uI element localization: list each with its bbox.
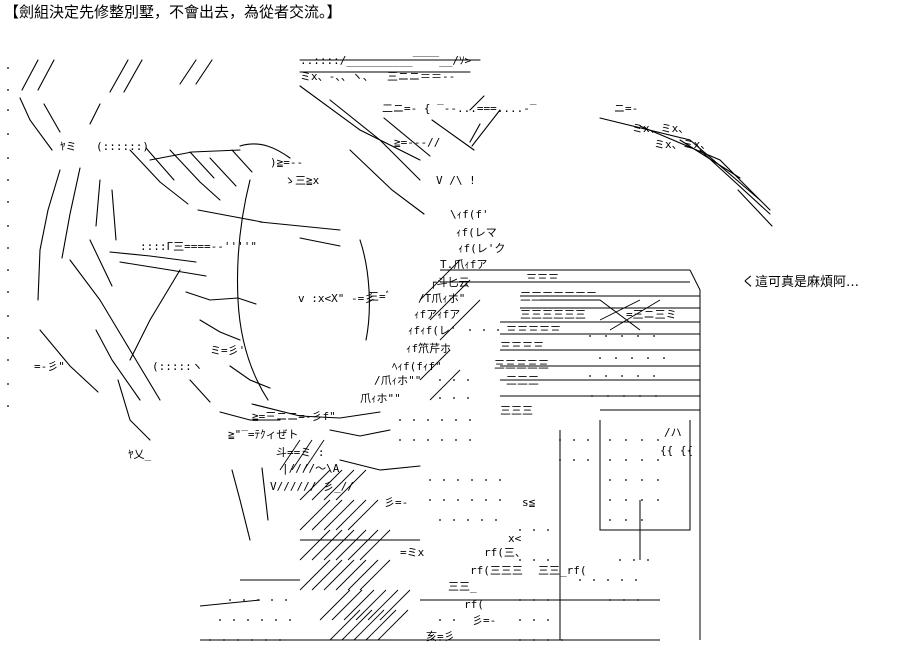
art-chin-e: V////// 彡_// xyxy=(270,480,354,493)
art-neck-f: 三三_ xyxy=(448,580,477,593)
art-body-f: 三三三三三 xyxy=(494,358,549,371)
art-collar-g: /爪ｨホ"" xyxy=(374,374,421,387)
art-neck-g: rf( xyxy=(464,598,484,611)
face-outline xyxy=(109,179,421,541)
art-collar-f: ﾍｨf(fｨf" xyxy=(392,360,442,373)
art-neck-e: 三三_rf( xyxy=(538,564,587,577)
art-body-d: 三三三三三 xyxy=(506,324,561,337)
art-top-ribbon: ..::::/__________‾‾‾‾__/ｿ> xyxy=(300,54,471,67)
art-face-c: ::::Γ三====--''''" xyxy=(140,240,257,253)
art-collar-h: 爪ｨホ"" xyxy=(360,392,401,405)
art-face-e: 三=ﾞ xyxy=(368,290,391,303)
art-left-hair-c: =-彡" xyxy=(34,360,65,373)
art-neck-c: rf(三、 xyxy=(484,546,526,559)
art-face-a: )≧=-- xyxy=(270,156,303,169)
art-hair-e: T.爪ｨfア xyxy=(440,258,487,271)
art-right-panel-a: /ハ xyxy=(664,426,682,439)
art-body-c: 三三三三三三 xyxy=(520,308,586,321)
art-ribbon-a: ミx、-、、ヽ、 ‾三ニニ＝＝-- xyxy=(300,70,455,83)
ascii-glyphs: ..::::/__________‾‾‾‾__/ｿ> ミx、-、、ヽ、 ‾三ニニ… xyxy=(34,54,711,643)
art-ribbon-b: 二ニ=- { ‾--...===....-‾ xyxy=(382,102,537,115)
art-neck-d: rf(三三三 xyxy=(470,564,523,577)
art-chin-d: |////〜\A xyxy=(282,462,340,475)
art-left-hair-b: (::::::) xyxy=(96,140,149,153)
art-left-hair-d: ﾔ乂_ xyxy=(128,448,151,461)
art-ribbon-c: ≧=--‐// xyxy=(394,136,440,149)
art-right-streak-b: ミx、ミx、 xyxy=(632,122,689,135)
caption-title: 【劍組決定先修整別墅，不會出去，為從者交流。】 xyxy=(4,3,342,21)
art-sx-a: s≦ xyxy=(522,496,536,509)
art-eye-a: ミ=彡' xyxy=(210,344,245,357)
art-right-streak-a: ニ=- xyxy=(614,102,638,115)
art-body-e: 三三三三 xyxy=(500,340,544,353)
art-face-d: v :x<X" -=彡 xyxy=(298,292,375,305)
art-body-b: 三三三三三三三 xyxy=(520,290,597,303)
art-chin-b: ≧"‾=ﾃｸィぜト xyxy=(228,428,299,441)
art-collar-b: /T爪ｨホ" xyxy=(418,292,465,305)
art-neck-a: 彡=- xyxy=(384,496,408,509)
dot-field xyxy=(209,329,665,641)
art-face-b: ゝ三≧x xyxy=(284,174,320,187)
art-hair-c: ｨf(レマ xyxy=(456,226,497,239)
art-eye-b: (:::::ヽ xyxy=(152,360,203,373)
jacket-lines xyxy=(199,269,701,641)
art-body-h: 三三三 xyxy=(500,404,533,417)
left-dot-column xyxy=(7,67,9,407)
art-chin-a: ≧=三ニニ=-彡f" xyxy=(252,410,336,423)
art-left-hair-a: ﾔミ xyxy=(60,140,77,153)
art-hair-b: \ｨf(f' xyxy=(450,208,489,221)
art-collar-e: ｨf笊芹ホ xyxy=(406,341,451,355)
art-sx-b: x< xyxy=(508,532,522,545)
art-body-g: 三三三 xyxy=(506,374,539,387)
art-sx-c: 彡=- xyxy=(472,614,496,627)
art-chin-c: 斗==ミ : xyxy=(276,446,325,459)
art-collar-c: ｨfアｨfア xyxy=(414,308,460,321)
art-body-i: =三ニ三ミ xyxy=(626,308,677,321)
art-neck-h: 亥=彡 xyxy=(426,629,455,643)
art-right-streak-c: ミx、ミx、 xyxy=(654,138,711,151)
art-collar-a: ┌斗匕云 xyxy=(430,276,470,289)
art-right-panel-b: {{ {{ xyxy=(660,444,693,457)
art-body-a: 三三三 xyxy=(526,272,559,285)
chest-hatching xyxy=(279,259,661,641)
art-hair-a: V /\ ! xyxy=(436,174,476,187)
speech-line: く這可真是麻煩阿… xyxy=(742,275,860,290)
hair-strands xyxy=(19,59,773,441)
art-collar-d: ｨfｨf(レ' xyxy=(408,324,457,337)
art-neck-b: =ミx xyxy=(400,546,425,559)
art-hair-d: ｨf(レ'ク xyxy=(458,242,505,255)
